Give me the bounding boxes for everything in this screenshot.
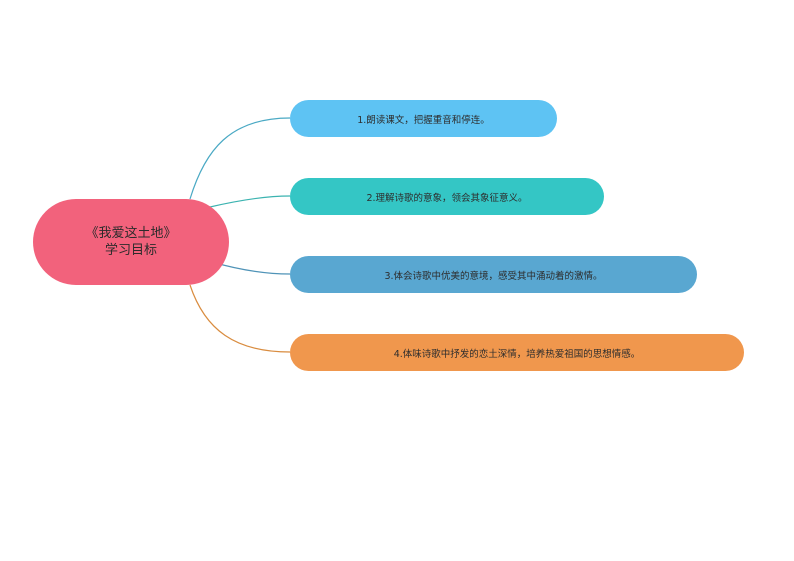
- central-topic-title: 《我爱这土地》: [85, 226, 177, 241]
- connector-branch-3: [211, 261, 291, 275]
- connector-branch-1: [189, 117, 291, 200]
- central-topic-subtitle: 学习目标: [104, 243, 157, 258]
- branch-topic-4[interactable]: 4.体味诗歌中抒发的恋土深情，培养热爱祖国的思想情感。: [290, 334, 744, 371]
- branch-topic-1[interactable]: 1.朗读课文，把握重音和停连。: [290, 100, 557, 137]
- connector-branch-2: [209, 195, 291, 208]
- branch-topic-3-label: 3.体会诗歌中优美的意境，感受其中涌动着的激情。: [384, 270, 603, 282]
- branch-topic-2-label: 2.理解诗歌的意象，领会其象征意义。: [366, 192, 528, 204]
- branch-topic-1-label: 1.朗读课文，把握重音和停连。: [357, 114, 490, 126]
- central-topic[interactable]: 《我爱这土地》 学习目标: [33, 199, 229, 285]
- connector-branch-4: [189, 284, 291, 353]
- branch-topic-3[interactable]: 3.体会诗歌中优美的意境，感受其中涌动着的激情。: [290, 256, 697, 293]
- branch-topic-2[interactable]: 2.理解诗歌的意象，领会其象征意义。: [290, 178, 604, 215]
- branch-topic-4-label: 4.体味诗歌中抒发的恋土深情，培养热爱祖国的思想情感。: [393, 348, 641, 360]
